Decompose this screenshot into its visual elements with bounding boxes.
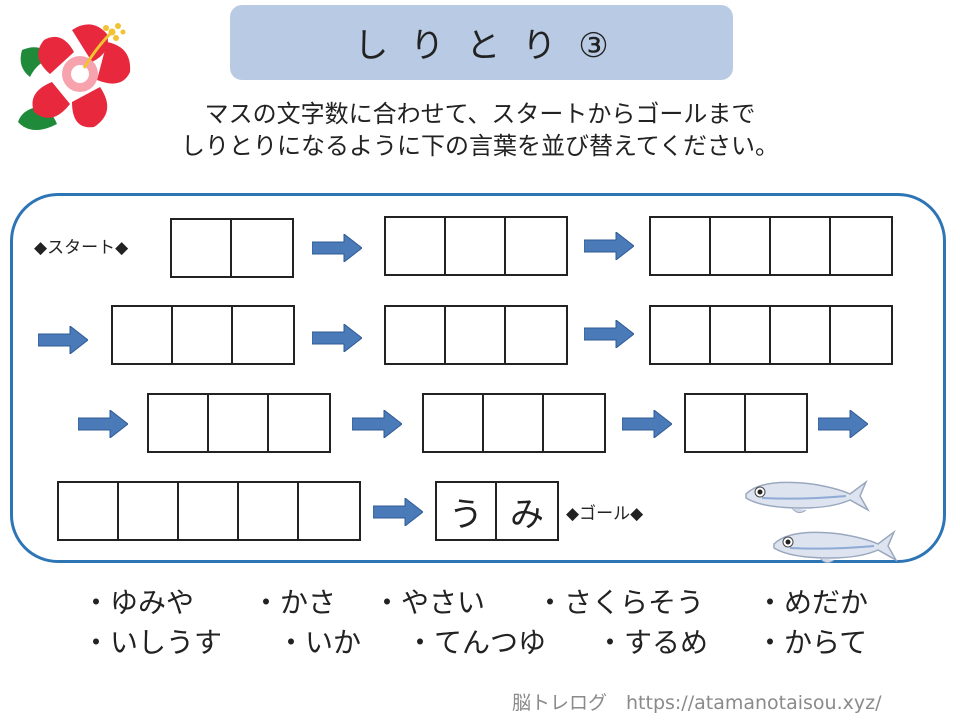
answer-cell[interactable] bbox=[771, 307, 831, 363]
answer-cell[interactable] bbox=[506, 218, 566, 274]
answer-cell[interactable] bbox=[113, 307, 173, 363]
answer-cell[interactable] bbox=[386, 218, 446, 274]
arrow-right-icon bbox=[584, 232, 634, 260]
arrow-right-icon bbox=[312, 324, 362, 352]
answer-cell[interactable] bbox=[424, 395, 484, 451]
answer-box-8[interactable] bbox=[422, 393, 606, 453]
word-option[interactable]: ・いか bbox=[277, 626, 362, 659]
answer-cell[interactable] bbox=[386, 307, 446, 363]
answer-box-7[interactable] bbox=[147, 393, 331, 453]
hibiscus-flower-icon bbox=[18, 23, 131, 131]
answer-cell[interactable] bbox=[711, 307, 771, 363]
answer-box-5[interactable] bbox=[384, 305, 568, 365]
answer-cell[interactable] bbox=[269, 395, 329, 451]
answer-cell[interactable] bbox=[209, 395, 269, 451]
answer-cell[interactable] bbox=[232, 220, 292, 276]
word-option[interactable]: ・かさ bbox=[252, 586, 337, 619]
goal-cell-1: う bbox=[437, 483, 497, 539]
page-title: しりとり③ bbox=[230, 5, 733, 80]
word-row-1: ・ゆみや ・かさ ・やさい ・さくらそう ・めだか bbox=[60, 583, 920, 623]
answer-cell[interactable] bbox=[686, 395, 746, 451]
answer-box-1[interactable] bbox=[170, 218, 294, 278]
answer-cell[interactable] bbox=[446, 218, 506, 274]
answer-cell[interactable] bbox=[506, 307, 566, 363]
title-text: しりとり③ bbox=[354, 26, 631, 66]
word-option[interactable]: ・てんつゆ bbox=[406, 626, 547, 659]
arrow-right-icon bbox=[622, 410, 672, 438]
arrow-right-icon bbox=[352, 410, 402, 438]
start-label: ◆スタート◆ bbox=[34, 238, 129, 258]
instruction-line-2: しりとりになるように下の言葉を並び替えてください。 bbox=[180, 132, 780, 160]
medaka-fish-icon bbox=[773, 529, 898, 564]
answer-box-10[interactable] bbox=[57, 481, 361, 541]
answer-cell[interactable] bbox=[299, 483, 359, 539]
word-options: ・ゆみや ・かさ ・やさい ・さくらそう ・めだか ・いしうす ・いか ・てんつ… bbox=[60, 583, 920, 663]
answer-cell[interactable] bbox=[746, 395, 806, 451]
answer-cell[interactable] bbox=[239, 483, 299, 539]
answer-cell[interactable] bbox=[119, 483, 179, 539]
arrow-right-icon bbox=[78, 410, 128, 438]
answer-cell[interactable] bbox=[651, 218, 711, 274]
answer-cell[interactable] bbox=[446, 307, 506, 363]
answer-cell[interactable] bbox=[544, 395, 604, 451]
answer-cell[interactable] bbox=[172, 220, 232, 276]
shiritori-board bbox=[10, 193, 946, 563]
instructions: マスの文字数に合わせて、スタートからゴールまで しりとりになるように下の言葉を並… bbox=[100, 98, 860, 162]
word-option[interactable]: ・ゆみや bbox=[82, 586, 195, 619]
word-option[interactable]: ・からて bbox=[756, 626, 868, 659]
answer-box-6[interactable] bbox=[649, 305, 893, 365]
word-option[interactable]: ・するめ bbox=[596, 626, 709, 659]
answer-cell[interactable] bbox=[651, 307, 711, 363]
arrow-right-icon bbox=[373, 498, 423, 526]
arrow-right-icon bbox=[818, 410, 868, 438]
answer-cell[interactable] bbox=[173, 307, 233, 363]
word-row-2: ・いしうす ・いか ・てんつゆ ・するめ ・からて bbox=[60, 623, 920, 663]
answer-box-3[interactable] bbox=[649, 216, 893, 276]
arrow-right-icon bbox=[312, 234, 362, 262]
answer-cell[interactable] bbox=[233, 307, 293, 363]
answer-cell[interactable] bbox=[831, 218, 891, 274]
arrow-right-icon bbox=[38, 326, 88, 354]
answer-cell[interactable] bbox=[771, 218, 831, 274]
word-option[interactable]: ・いしうす bbox=[82, 626, 223, 659]
site-credit: 脳トレログ https://atamanotaisou.xyz/ bbox=[512, 692, 882, 714]
arrow-right-icon bbox=[584, 320, 634, 348]
word-option[interactable]: ・さくらそう bbox=[536, 586, 705, 619]
instruction-line-1: マスの文字数に合わせて、スタートからゴールまで bbox=[204, 100, 756, 128]
goal-cell-2: み bbox=[510, 494, 544, 535]
goal-label: ◆ゴール◆ bbox=[566, 504, 644, 524]
answer-box-2[interactable] bbox=[384, 216, 568, 276]
goal-word-box: う み bbox=[435, 481, 559, 541]
answer-box-4[interactable] bbox=[111, 305, 295, 365]
answer-cell[interactable] bbox=[149, 395, 209, 451]
word-option[interactable]: ・めだか bbox=[756, 586, 869, 619]
answer-cell[interactable] bbox=[831, 307, 891, 363]
answer-cell[interactable] bbox=[59, 483, 119, 539]
medaka-fish-icon bbox=[745, 479, 870, 514]
answer-box-9[interactable] bbox=[684, 393, 808, 453]
word-option[interactable]: ・やさい bbox=[373, 586, 486, 619]
answer-cell[interactable] bbox=[711, 218, 771, 274]
answer-cell[interactable] bbox=[484, 395, 544, 451]
answer-cell[interactable] bbox=[179, 483, 239, 539]
